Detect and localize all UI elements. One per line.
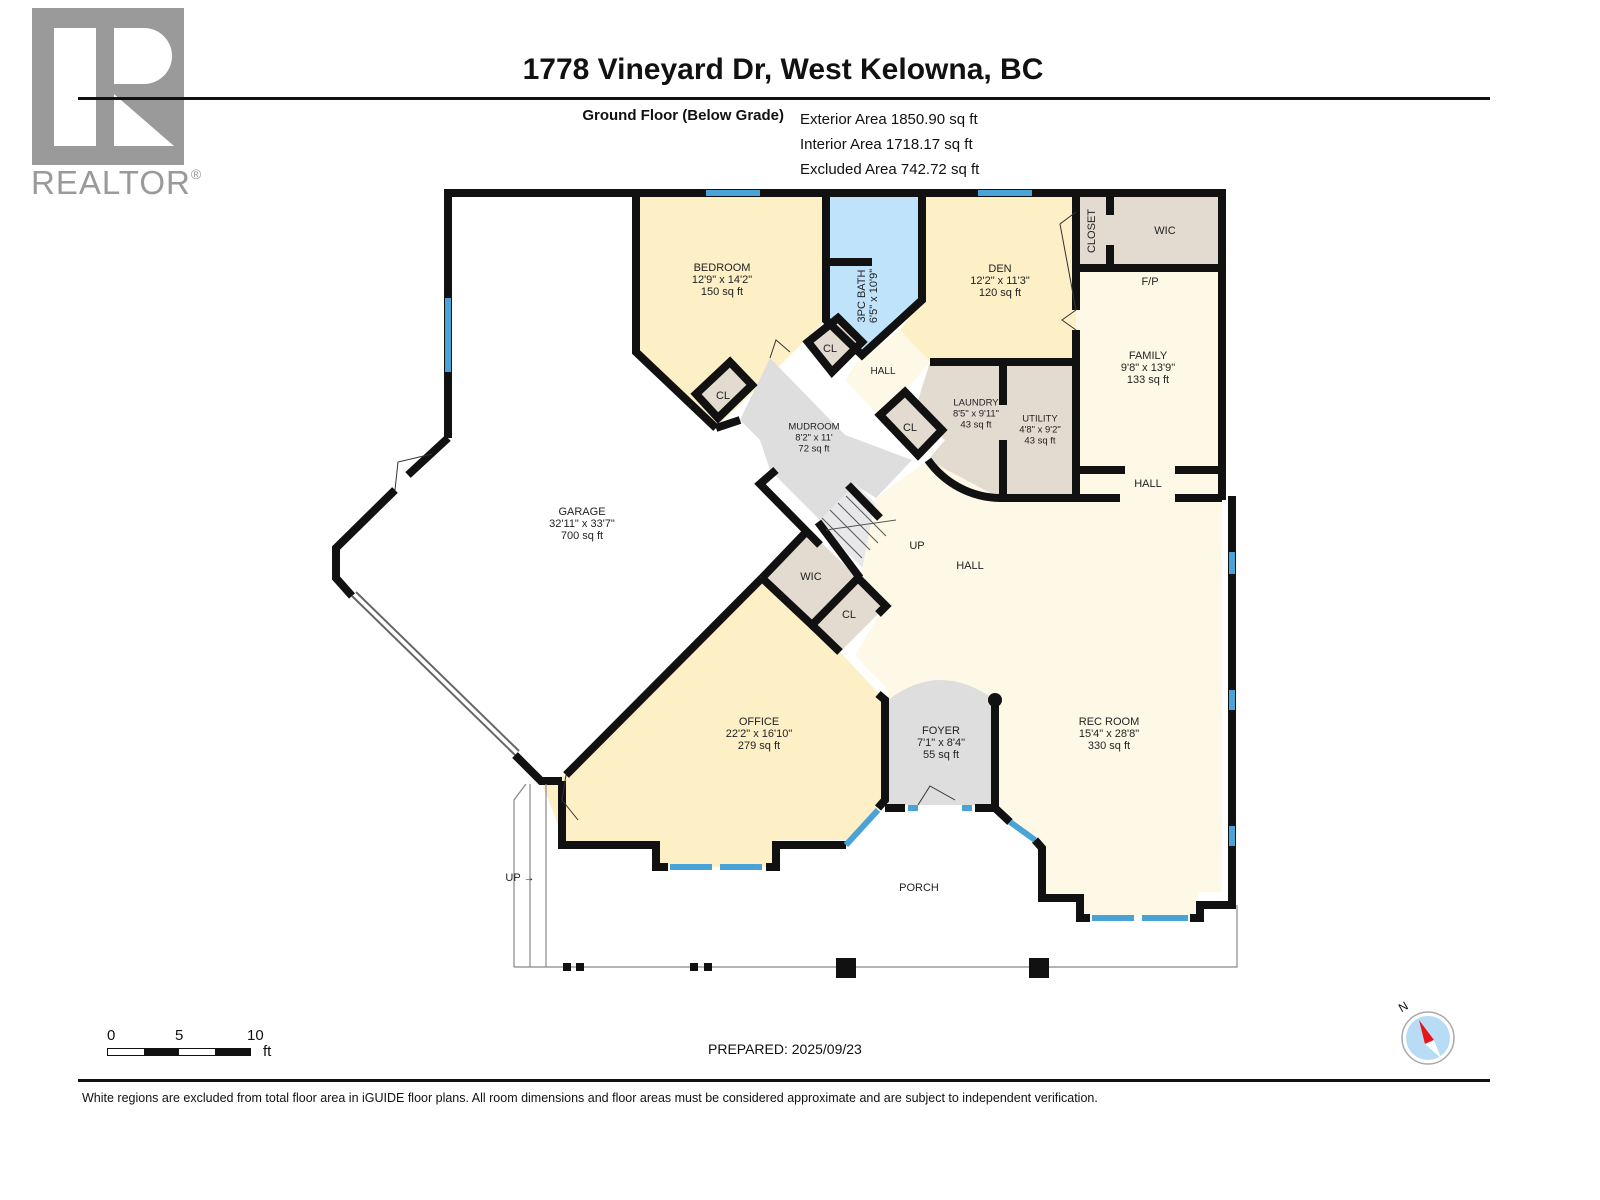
office-fill — [541, 578, 885, 867]
laundry-fill — [915, 362, 1003, 498]
footer-divider — [78, 1079, 1490, 1082]
room-label-cl-2: CL — [715, 390, 731, 402]
column — [988, 693, 1002, 707]
garage-fill — [336, 193, 808, 781]
wic-fill — [1110, 193, 1222, 268]
room-label-wic-lower: WIC — [800, 571, 822, 583]
room-label-hall-strip: HALL — [1134, 478, 1162, 490]
room-fills — [336, 193, 1222, 915]
scale-ticks: 0 5 10 — [107, 1027, 264, 1044]
room-label-cl-lower: CL — [841, 609, 857, 621]
floor-name: Ground Floor (Below Grade) — [582, 107, 784, 124]
room-label-cl-3: CL — [902, 422, 918, 434]
page-title: 1778 Vineyard Dr, West Kelowna, BC — [522, 53, 1044, 86]
mudroom-fill — [740, 358, 912, 520]
cl-lower-fill — [812, 578, 886, 652]
room-label-cl-1: CL — [822, 343, 838, 355]
room-label-porch: PORCH — [899, 882, 939, 894]
realtor-logo-icon — [32, 8, 184, 165]
header-divider — [78, 97, 1490, 100]
prepared-date: PREPARED: 2025/09/23 — [708, 1041, 862, 1057]
upper-hall-fill — [845, 330, 930, 415]
interior-area: Interior Area 1718.17 sq ft — [800, 136, 973, 153]
room-label-stairs-up: UP — [909, 540, 925, 552]
svg-text:N: N — [1396, 999, 1411, 1015]
stair-treads — [821, 495, 897, 559]
door-swings — [394, 211, 1077, 821]
closet-fill — [1076, 193, 1110, 268]
room-label-fireplace: F/P — [1141, 276, 1159, 288]
bath-fill — [826, 193, 922, 355]
scale-unit: ft — [263, 1043, 272, 1060]
disclaimer: White regions are excluded from total fl… — [82, 1091, 1098, 1105]
realtor-wordmark: REALTOR® — [31, 164, 203, 201]
scale-segments — [107, 1048, 251, 1056]
room-label-hall-main: HALL — [956, 560, 984, 572]
room-label-porch-stairs-up: UP → — [505, 872, 535, 884]
area-summary: Exterior Area 1850.90 sq ft Interior Are… — [800, 107, 979, 182]
room-label-wic-top: WIC — [1154, 225, 1176, 237]
room-label-hall-upper: HALL — [870, 366, 896, 377]
windows — [445, 190, 1235, 921]
den-fill — [900, 193, 1076, 362]
bedroom-fill — [636, 193, 826, 428]
garage-door — [351, 591, 520, 756]
north-compass-icon: N — [1396, 999, 1455, 1065]
scale-bar: 0 5 10 ft — [107, 1027, 271, 1060]
porch-posts — [563, 958, 1049, 978]
room-label-closet: CLOSET — [1086, 208, 1098, 254]
utility-fill — [1003, 362, 1076, 498]
hall-recroom-fill — [855, 460, 1222, 915]
foyer-fill — [888, 680, 995, 805]
porch-outline — [513, 783, 1238, 968]
exterior-area: Exterior Area 1850.90 sq ft — [800, 111, 978, 128]
excluded-area: Excluded Area 742.72 sq ft — [800, 161, 980, 178]
closet-cl3-fill — [880, 392, 942, 455]
family-fill — [1076, 268, 1222, 470]
